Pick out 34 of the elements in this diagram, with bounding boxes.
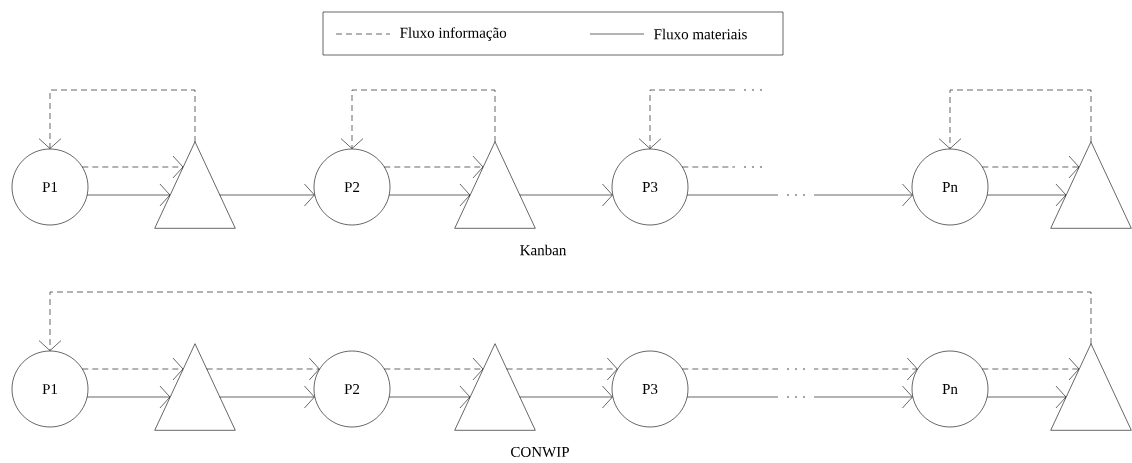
arrow: [986, 183, 1067, 207]
arrow: [384, 357, 484, 381]
arrow: [982, 357, 1080, 381]
legend-label: Fluxo materiais: [654, 28, 747, 40]
caption-label: Kanban: [520, 244, 567, 256]
arrow: [340, 89, 496, 149]
buffer-triangle: [454, 141, 536, 229]
arrow: [82, 357, 184, 381]
buffer-triangle: [454, 343, 536, 431]
buffer-triangle: [1050, 141, 1132, 229]
arrow: [682, 357, 918, 381]
arrow: [638, 89, 736, 149]
arrow: [86, 385, 171, 409]
arrow: [986, 385, 1067, 409]
arrow: [388, 183, 471, 207]
arrow: [219, 183, 315, 207]
arrow: [519, 183, 613, 207]
arrow: [982, 155, 1080, 179]
arrow: [384, 155, 484, 179]
arrow: [82, 155, 184, 179]
arrow: [86, 183, 171, 207]
arrow: [219, 385, 315, 409]
buffer-triangle: [154, 141, 236, 229]
arrow: [506, 357, 618, 381]
arrow: [938, 89, 1092, 149]
legend-label: Fluxo informação: [400, 27, 507, 41]
buffer-triangle: [154, 343, 236, 431]
arrow: [519, 385, 613, 409]
caption-label: CONWIP: [511, 446, 569, 458]
arrow: [38, 291, 1092, 351]
buffer-triangle: [1050, 343, 1132, 431]
arrow: [206, 357, 320, 381]
arrow: [38, 89, 196, 149]
arrow: [388, 385, 471, 409]
